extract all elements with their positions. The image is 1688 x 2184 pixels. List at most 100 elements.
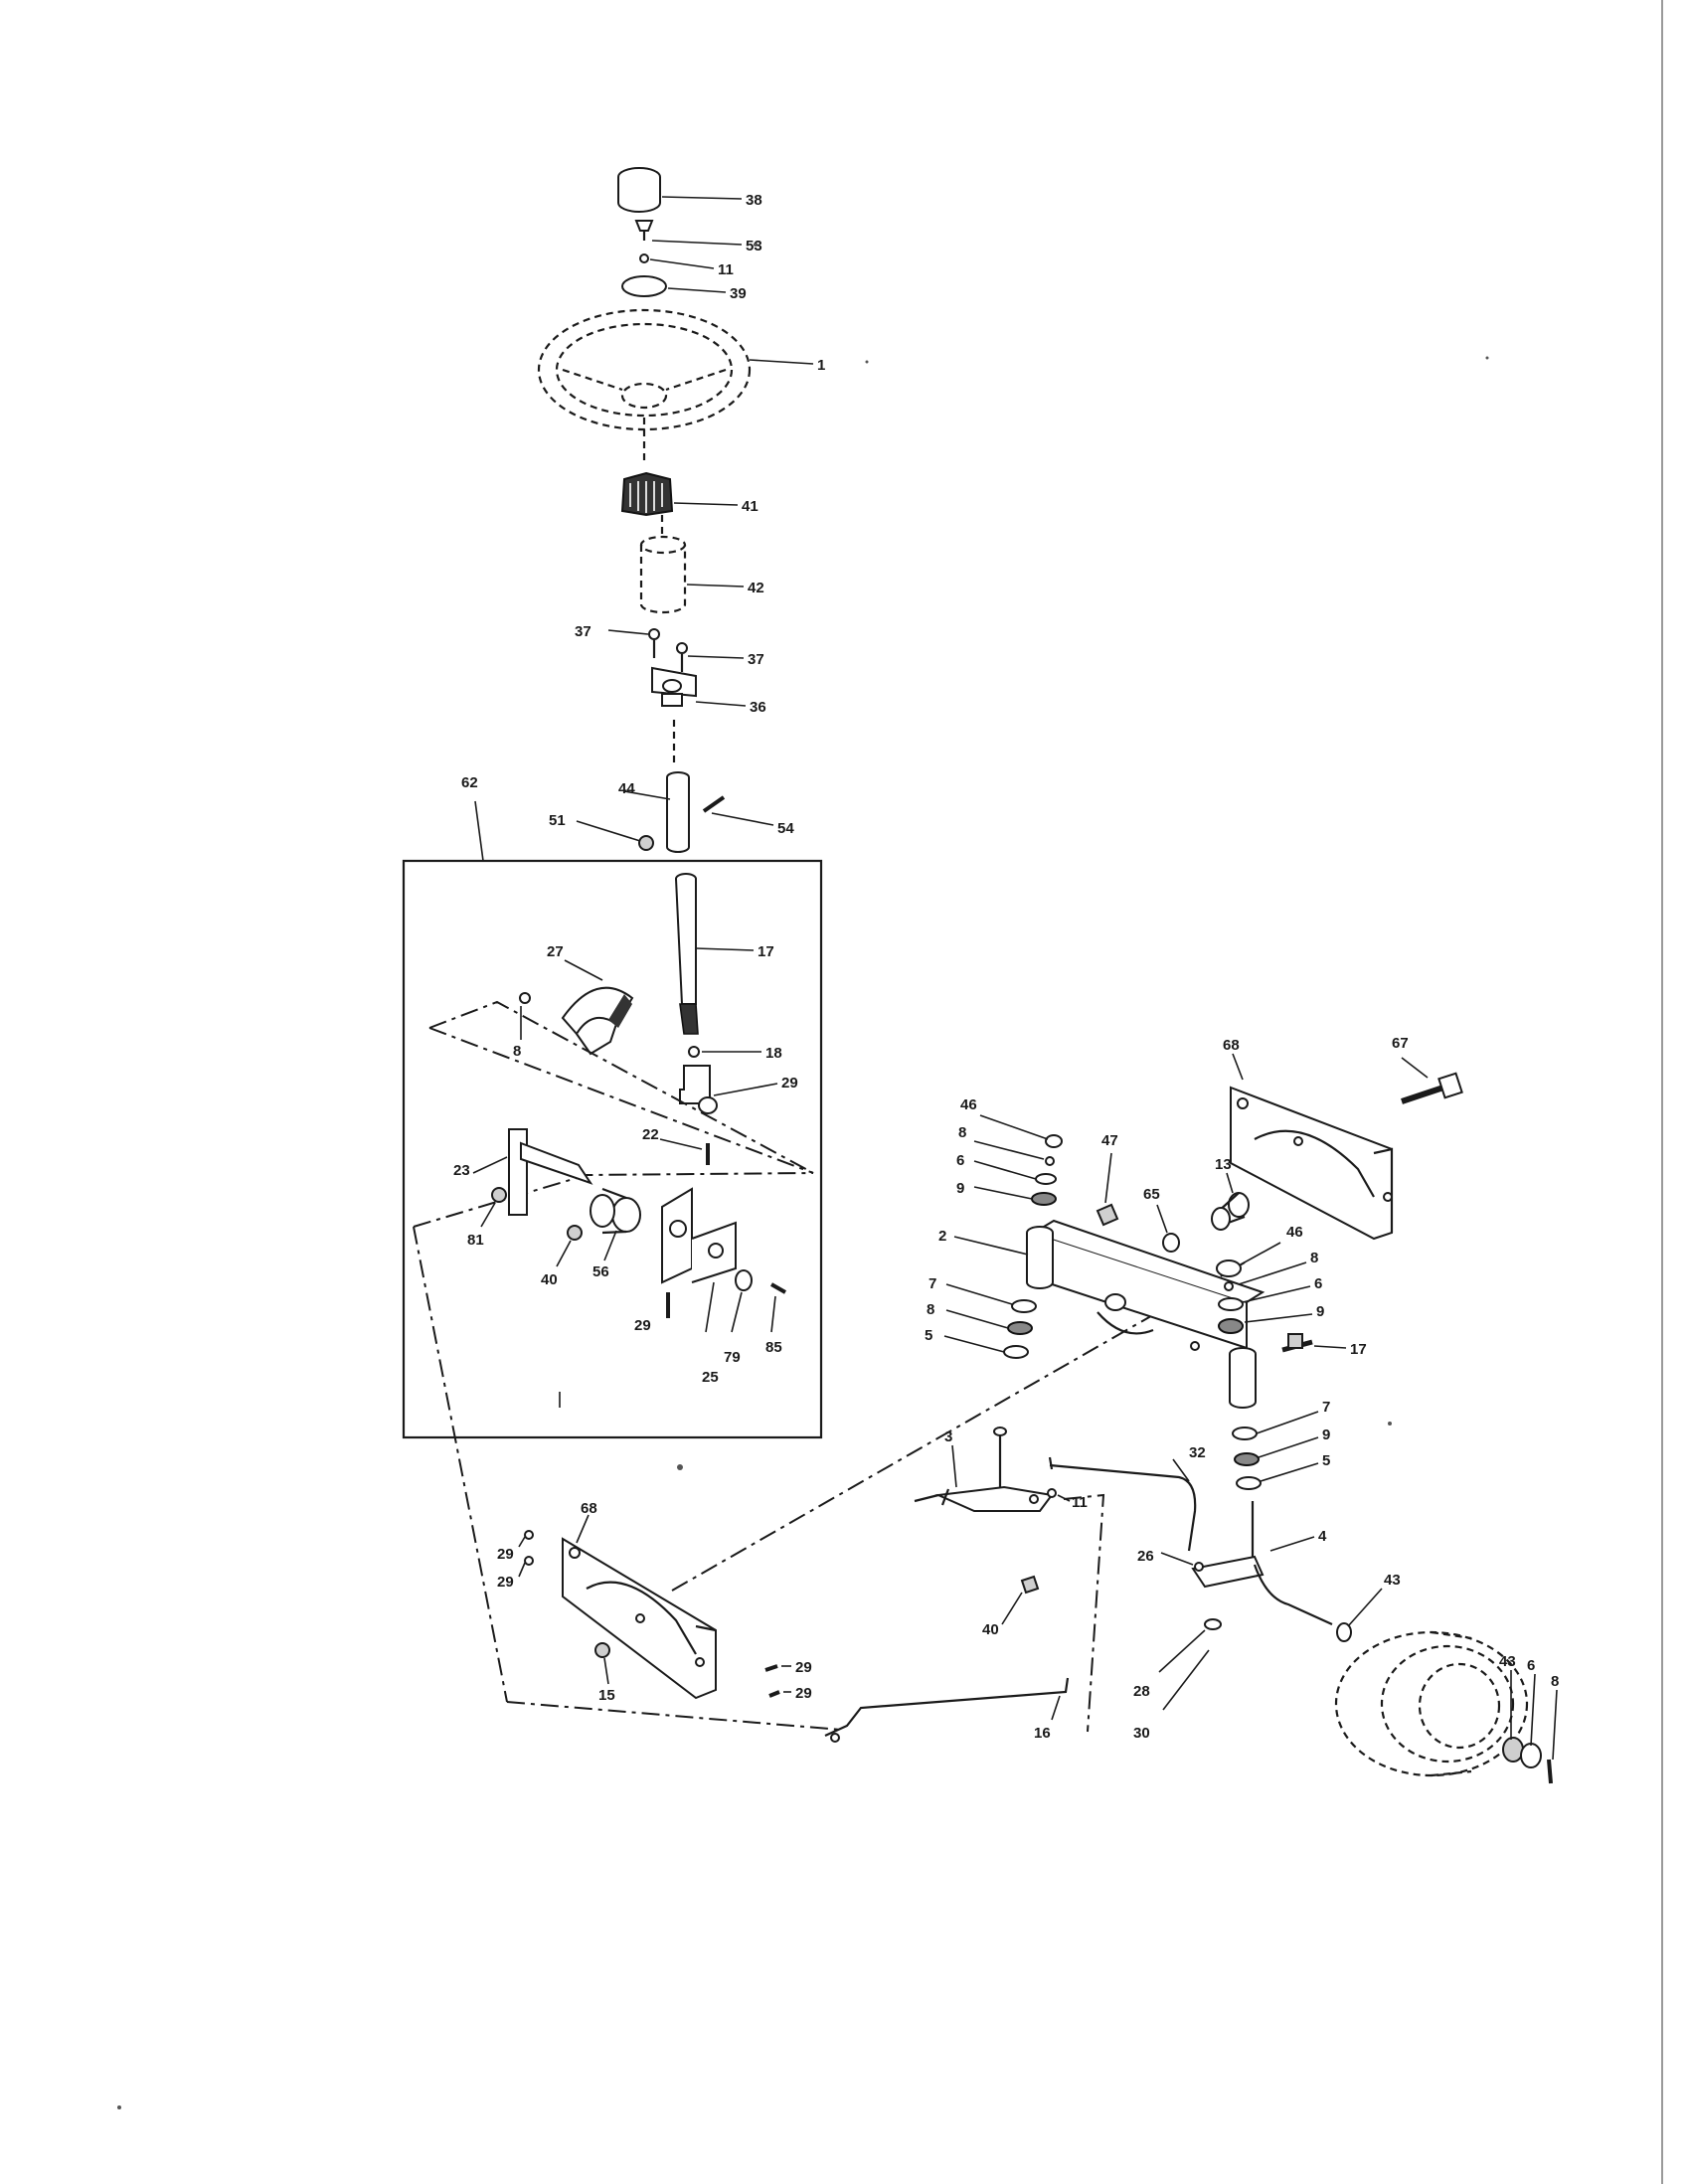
gear-pin [519,992,531,1004]
label-part-16: 16 [1034,1725,1051,1742]
label-part-37-right: 37 [748,651,764,668]
label-part-42: 42 [748,580,764,596]
steering-wheel [537,308,752,431]
left-upper-washers [1031,1134,1063,1206]
front-wheel [1334,1630,1529,1777]
label-part-54: 54 [777,820,794,837]
label-part-43-hub: 43 [1384,1572,1401,1589]
label-part-8-right: 8 [1310,1250,1318,1266]
pitman-arm [508,1128,593,1216]
steering-shaft [666,771,690,853]
label-part-6-wheel: 6 [1527,1657,1535,1674]
label-part-30: 30 [1133,1725,1150,1742]
label-part-79: 79 [724,1349,741,1366]
label-part-18: 18 [765,1045,782,1062]
label-part-15: 15 [598,1687,615,1704]
right-upper-washers [1216,1260,1244,1334]
label-part-65: 65 [1143,1186,1160,1203]
wheel-hardware [1502,1737,1553,1784]
label-part-2: 2 [938,1228,946,1245]
axle-nut-left [1096,1203,1119,1227]
label-part-11-spindle: 11 [1072,1494,1088,1511]
column-sleeve [639,535,687,614]
label-part-7-left: 7 [928,1275,936,1292]
label-part-39: 39 [730,285,747,302]
label-part-29-b: 29 [497,1574,514,1591]
left-spindle [914,1427,1054,1512]
label-part-7-right: 7 [1322,1399,1330,1416]
shaft-roll-pin [702,795,726,813]
label-part-29-c: 29 [795,1659,812,1676]
label-part-26: 26 [1137,1548,1154,1565]
label-part-3: 3 [944,1428,952,1445]
spindle-pin [1194,1562,1204,1572]
column-bolt-right [676,642,688,672]
steering-cap [617,167,661,213]
frame-bolt [1401,1072,1463,1104]
label-part-40-box: 40 [541,1271,558,1288]
label-part-37-left: 37 [575,623,591,640]
bracket-nut [594,1642,610,1658]
bracket-bolt-c [764,1664,778,1672]
label-part-9-lower: 9 [1322,1427,1330,1443]
label-part-8-gear: 8 [513,1043,521,1060]
label-part-67: 67 [1392,1035,1409,1052]
spindle-nut [1020,1575,1040,1595]
column-bushing [651,666,697,707]
label-part-13: 13 [1215,1156,1232,1173]
label-part-46-left: 46 [960,1096,977,1113]
label-part-5-right: 5 [1322,1452,1330,1469]
steering-screw [634,220,654,241]
label-part-8-wheel: 8 [1551,1673,1559,1690]
label-part-36: 36 [750,699,766,716]
gear-spacer [590,1187,641,1235]
label-part-47: 47 [1101,1132,1118,1149]
label-part-29-bracket: 29 [634,1317,651,1334]
label-part-68-right: 68 [1223,1037,1240,1054]
gear-bracket [661,1187,737,1284]
right-spindle [1191,1501,1352,1642]
bracket-bolt-b [524,1556,534,1566]
steering-disc [621,275,667,297]
label-part-27: 27 [547,943,564,960]
label-part-29-elbow: 29 [781,1075,798,1092]
bracket-bolt-a [524,1530,534,1540]
label-part-17-column: 17 [758,943,774,960]
steering-adapter [620,471,674,517]
label-part-29-d: 29 [795,1685,812,1702]
drag-link [824,1677,1070,1743]
label-part-62: 62 [461,774,478,791]
part-number-labels: 38 53 11 39 1 41 42 37 37 36 62 44 51 54… [453,192,1559,1742]
axle-nut [1162,1233,1180,1253]
label-part-9-left: 9 [956,1180,964,1197]
pinion-shaft [675,873,699,1035]
spindle-clip [1047,1488,1057,1498]
arm-nut [491,1187,507,1203]
label-part-6-right: 6 [1314,1275,1322,1292]
label-part-4: 4 [1318,1528,1327,1545]
shaft-nut [638,835,654,851]
label-part-68-left: 68 [581,1500,597,1517]
tie-rod [1048,1456,1197,1552]
steering-column-group [537,167,814,853]
bracket-bolt-d [768,1690,780,1698]
label-part-29-a: 29 [497,1546,514,1563]
label-part-8-lower: 8 [927,1301,934,1318]
label-part-28: 28 [1133,1683,1150,1700]
label-part-9-right: 9 [1316,1303,1324,1320]
gear-assembly-box [402,800,823,1439]
left-frame-bracket [562,1537,717,1700]
right-frame-bracket [1230,1086,1394,1241]
label-part-32: 32 [1189,1444,1206,1461]
sector-gear [561,986,634,1056]
front-axle [1026,1219,1266,1409]
bracket-screw [770,1282,786,1294]
spindle-washer [1204,1618,1222,1630]
label-part-51: 51 [549,812,566,829]
label-part-40-spindle: 40 [982,1621,999,1638]
label-part-44: 44 [618,780,635,797]
label-part-6-left: 6 [956,1152,964,1169]
label-part-85: 85 [765,1339,782,1356]
label-part-8-left: 8 [958,1124,966,1141]
